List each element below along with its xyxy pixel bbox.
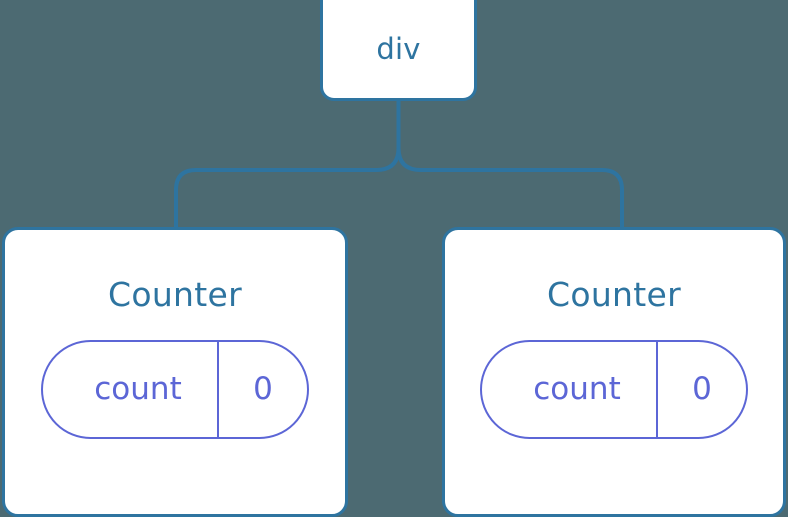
- state-capsule-right[interactable]: count 0: [480, 340, 748, 439]
- state-value-left: 0: [217, 342, 307, 437]
- node-counter-right-label: Counter: [547, 275, 681, 314]
- node-counter-left[interactable]: Counter count 0: [2, 227, 348, 517]
- state-value-right: 0: [656, 342, 746, 437]
- state-key-right: count: [533, 371, 621, 407]
- edge-div-to-counter-left: [174, 99, 401, 230]
- node-counter-left-label: Counter: [108, 275, 242, 314]
- state-capsule-left[interactable]: count 0: [41, 340, 309, 439]
- node-div[interactable]: div: [320, 0, 477, 101]
- state-key-left: count: [94, 371, 182, 407]
- node-div-label: div: [376, 32, 421, 66]
- node-counter-right[interactable]: Counter count 0: [442, 227, 786, 517]
- edge-div-to-counter-right: [396, 99, 624, 230]
